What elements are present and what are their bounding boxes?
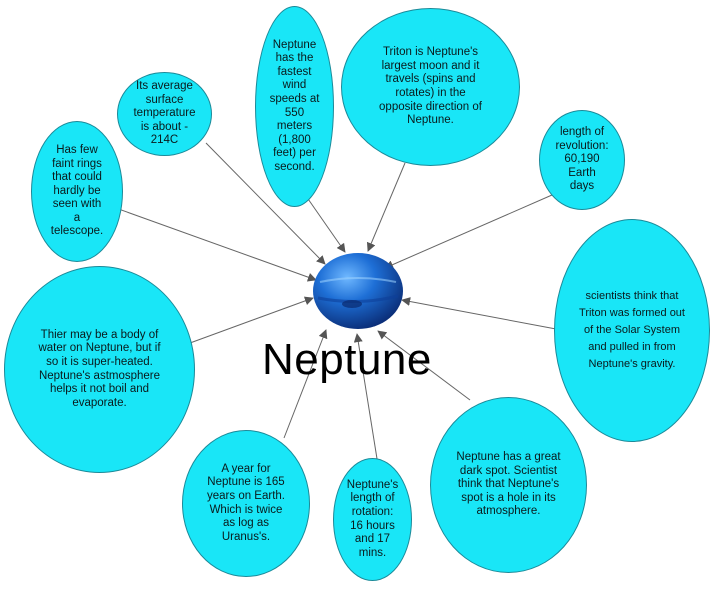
bubble-triton-origin: scientists think that Triton was formed … <box>554 219 710 442</box>
connector-revolution <box>384 194 553 269</box>
bubble-water: Thier may be a body of water on Neptune,… <box>4 266 195 473</box>
bubble-triton-text: Triton is Neptune's largest moon and it … <box>379 46 482 127</box>
connector-rings <box>112 206 317 282</box>
connector-rotation <box>353 333 379 466</box>
bubble-wind: Neptune has the fastest wind speeds at 5… <box>255 6 334 207</box>
bubble-year: A year for Neptune is 165 years on Earth… <box>182 430 310 577</box>
bubble-rings-text: Has few faint rings that could hardly be… <box>50 144 104 238</box>
connector-temperature <box>205 142 326 265</box>
bubble-water-text: Thier may be a body of water on Neptune,… <box>38 328 161 409</box>
connector-triton-origin <box>401 297 557 330</box>
bubble-rings: Has few faint rings that could hardly be… <box>31 121 123 262</box>
connector-dark-spot <box>377 330 471 401</box>
bubble-triton: Triton is Neptune's largest moon and it … <box>341 8 520 166</box>
bubble-revolution: length of revolution: 60,190 Earth days <box>539 110 625 210</box>
bubble-dark-spot: Neptune has a great dark spot. Scientist… <box>430 397 587 573</box>
connector-wind <box>305 195 346 253</box>
neptune-planet-icon <box>313 253 403 329</box>
connector-water <box>189 296 314 344</box>
connector-triton <box>366 162 406 252</box>
bubble-dark-spot-text: Neptune has a great dark spot. Scientist… <box>456 451 561 518</box>
bubble-temperature-text: Its average surface temperature is about… <box>133 80 196 147</box>
bubble-rotation-text: Neptune's length of rotation: 16 hours a… <box>346 478 399 559</box>
bubble-year-text: A year for Neptune is 165 years on Earth… <box>207 462 285 543</box>
bubble-rotation: Neptune's length of rotation: 16 hours a… <box>333 458 412 581</box>
bubble-wind-text: Neptune has the fastest wind speeds at 5… <box>269 38 320 173</box>
bubble-triton-origin-text: scientists think that Triton was formed … <box>579 289 685 371</box>
connector-year <box>283 329 328 439</box>
bubble-temperature: Its average surface temperature is about… <box>117 72 212 156</box>
central-topic-title: Neptune <box>262 335 432 384</box>
bubble-revolution-text: length of revolution: 60,190 Earth days <box>555 126 609 193</box>
